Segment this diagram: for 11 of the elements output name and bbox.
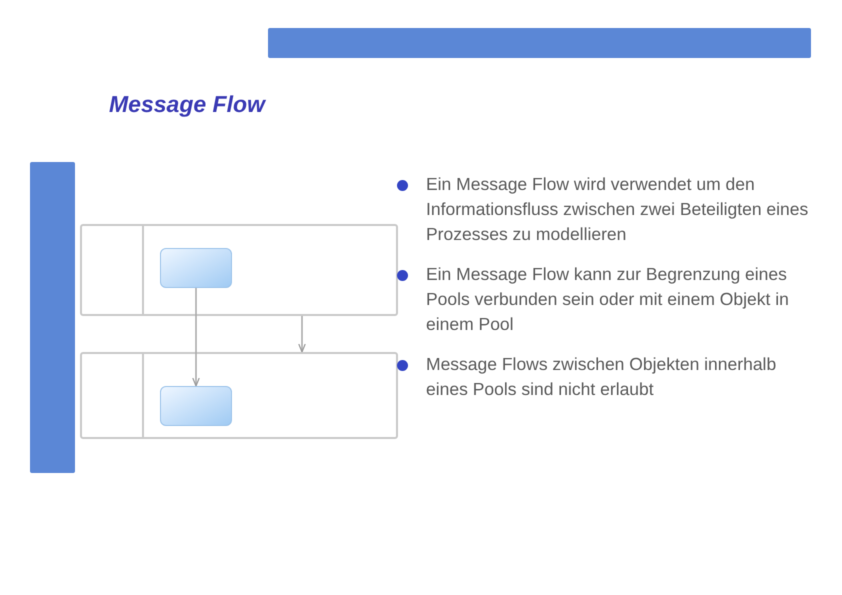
pool-box: [80, 352, 398, 439]
pool-box: [80, 224, 398, 316]
message-flow-arrow: [192, 288, 200, 387]
bullet-text: Ein Message Flow kann zur Begrenzung eines Pools verbunden sein oder mit einem Objekt in einem Pool: [426, 263, 790, 336]
bullet-text: Ein Message Flow wird verwendet um den Informationsfluss zwischen zwei Beteiligten eines Prozesses zu modellieren: [426, 173, 810, 246]
side-bar: [30, 162, 75, 473]
message-flow-arrow: [298, 316, 306, 353]
task-box: [160, 386, 232, 426]
slide-title: Message Flow: [109, 90, 265, 119]
bullet-text: Message Flows zwischen Objekten innerhalb eines Pools sind nicht erlaubt: [426, 353, 778, 401]
task-box: [160, 248, 232, 288]
